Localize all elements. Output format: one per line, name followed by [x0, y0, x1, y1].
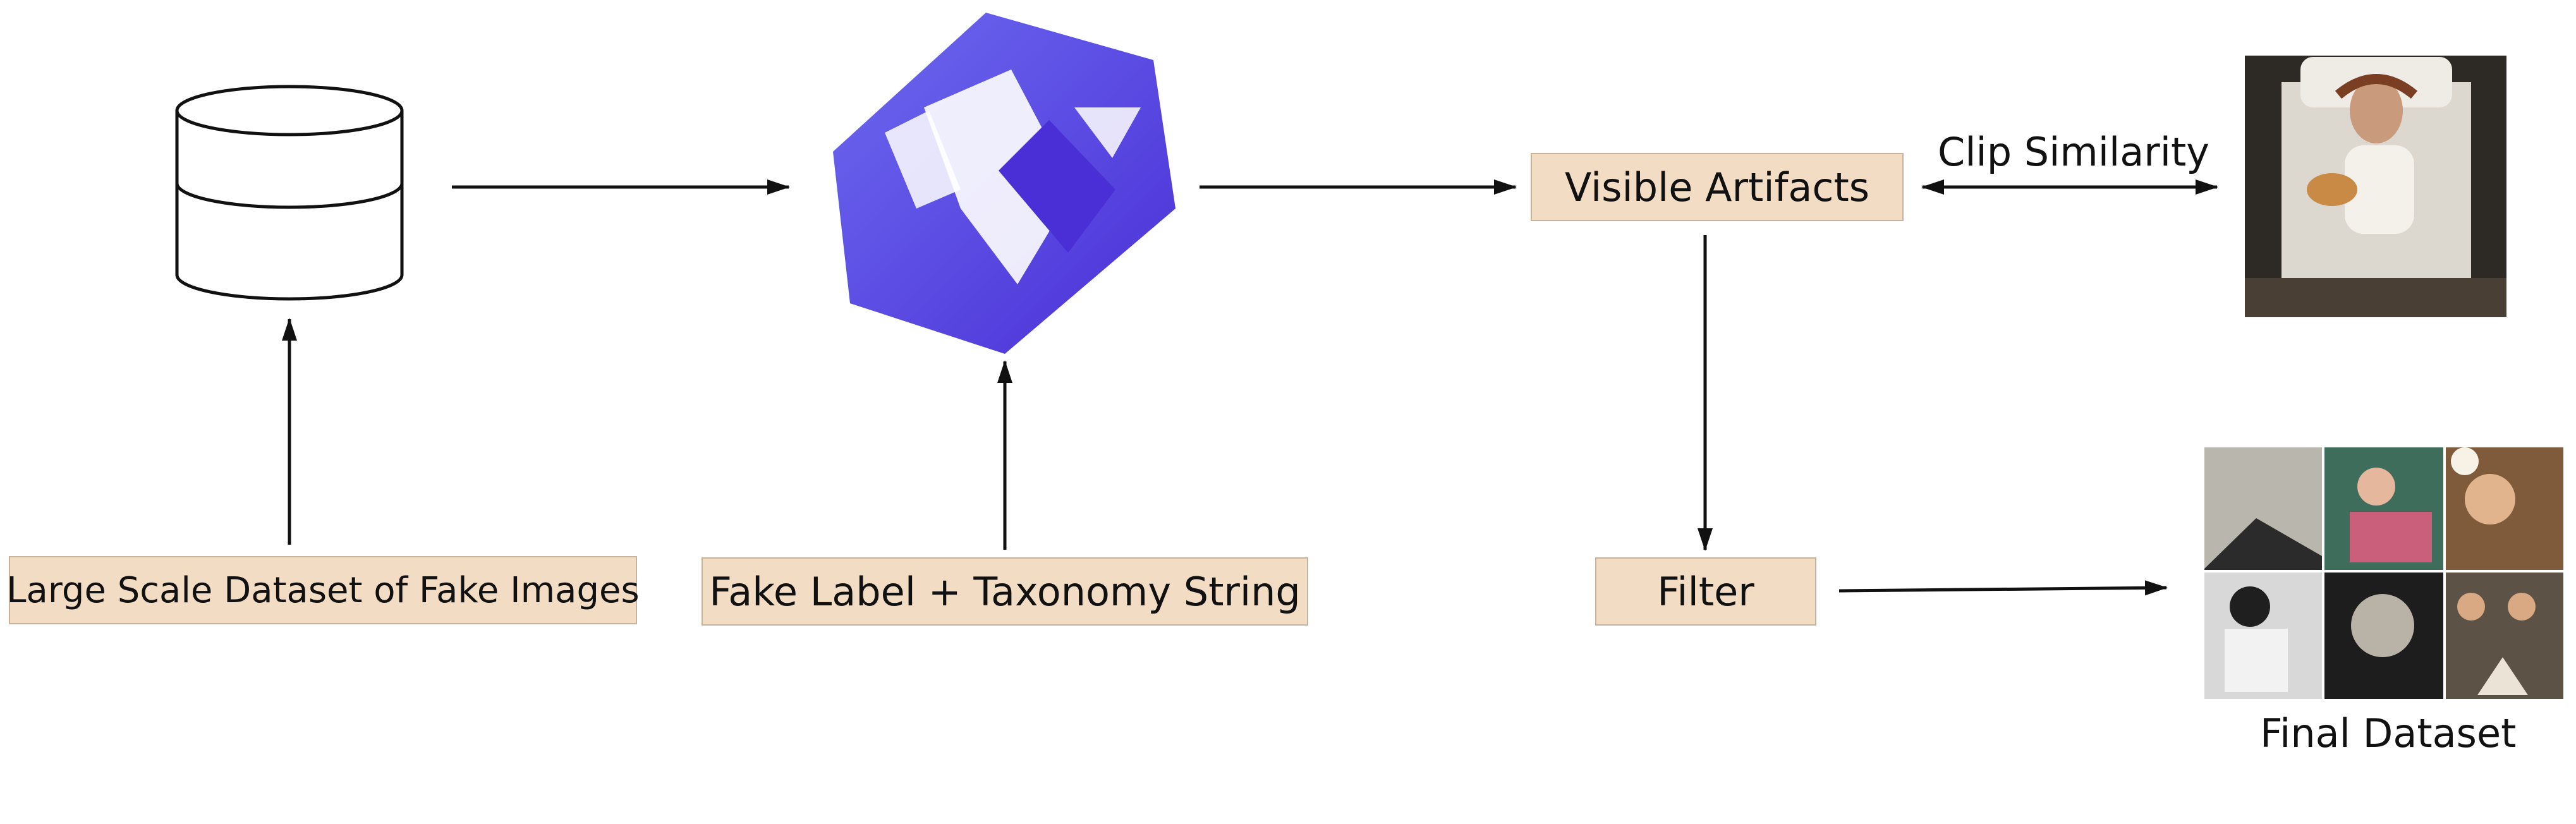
large-scale-dataset-box: Large Scale Dataset of Fake Images — [6, 556, 640, 624]
fake-label-taxonomy-box: Fake Label + Taxonomy String — [702, 557, 1308, 626]
filter-box: Filter — [1595, 557, 1816, 626]
fake-label-taxonomy-label: Fake Label + Taxonomy String — [709, 568, 1301, 615]
large-scale-dataset-label: Large Scale Dataset of Fake Images — [6, 569, 640, 611]
model-logo-icon — [833, 13, 1176, 354]
sample-image — [2245, 56, 2506, 317]
clip-similarity-label: Clip Similarity — [1938, 129, 2209, 175]
filter-label: Filter — [1657, 568, 1754, 615]
dataset-collage-image — [2204, 447, 2563, 699]
arrow-filter-to-final-dataset — [1838, 580, 2168, 596]
visible-artifacts-label: Visible Artifacts — [1564, 164, 1870, 210]
database-icon — [175, 85, 404, 301]
visible-artifacts-box: Visible Artifacts — [1531, 153, 1904, 221]
final-dataset-caption: Final Dataset — [2260, 710, 2517, 756]
